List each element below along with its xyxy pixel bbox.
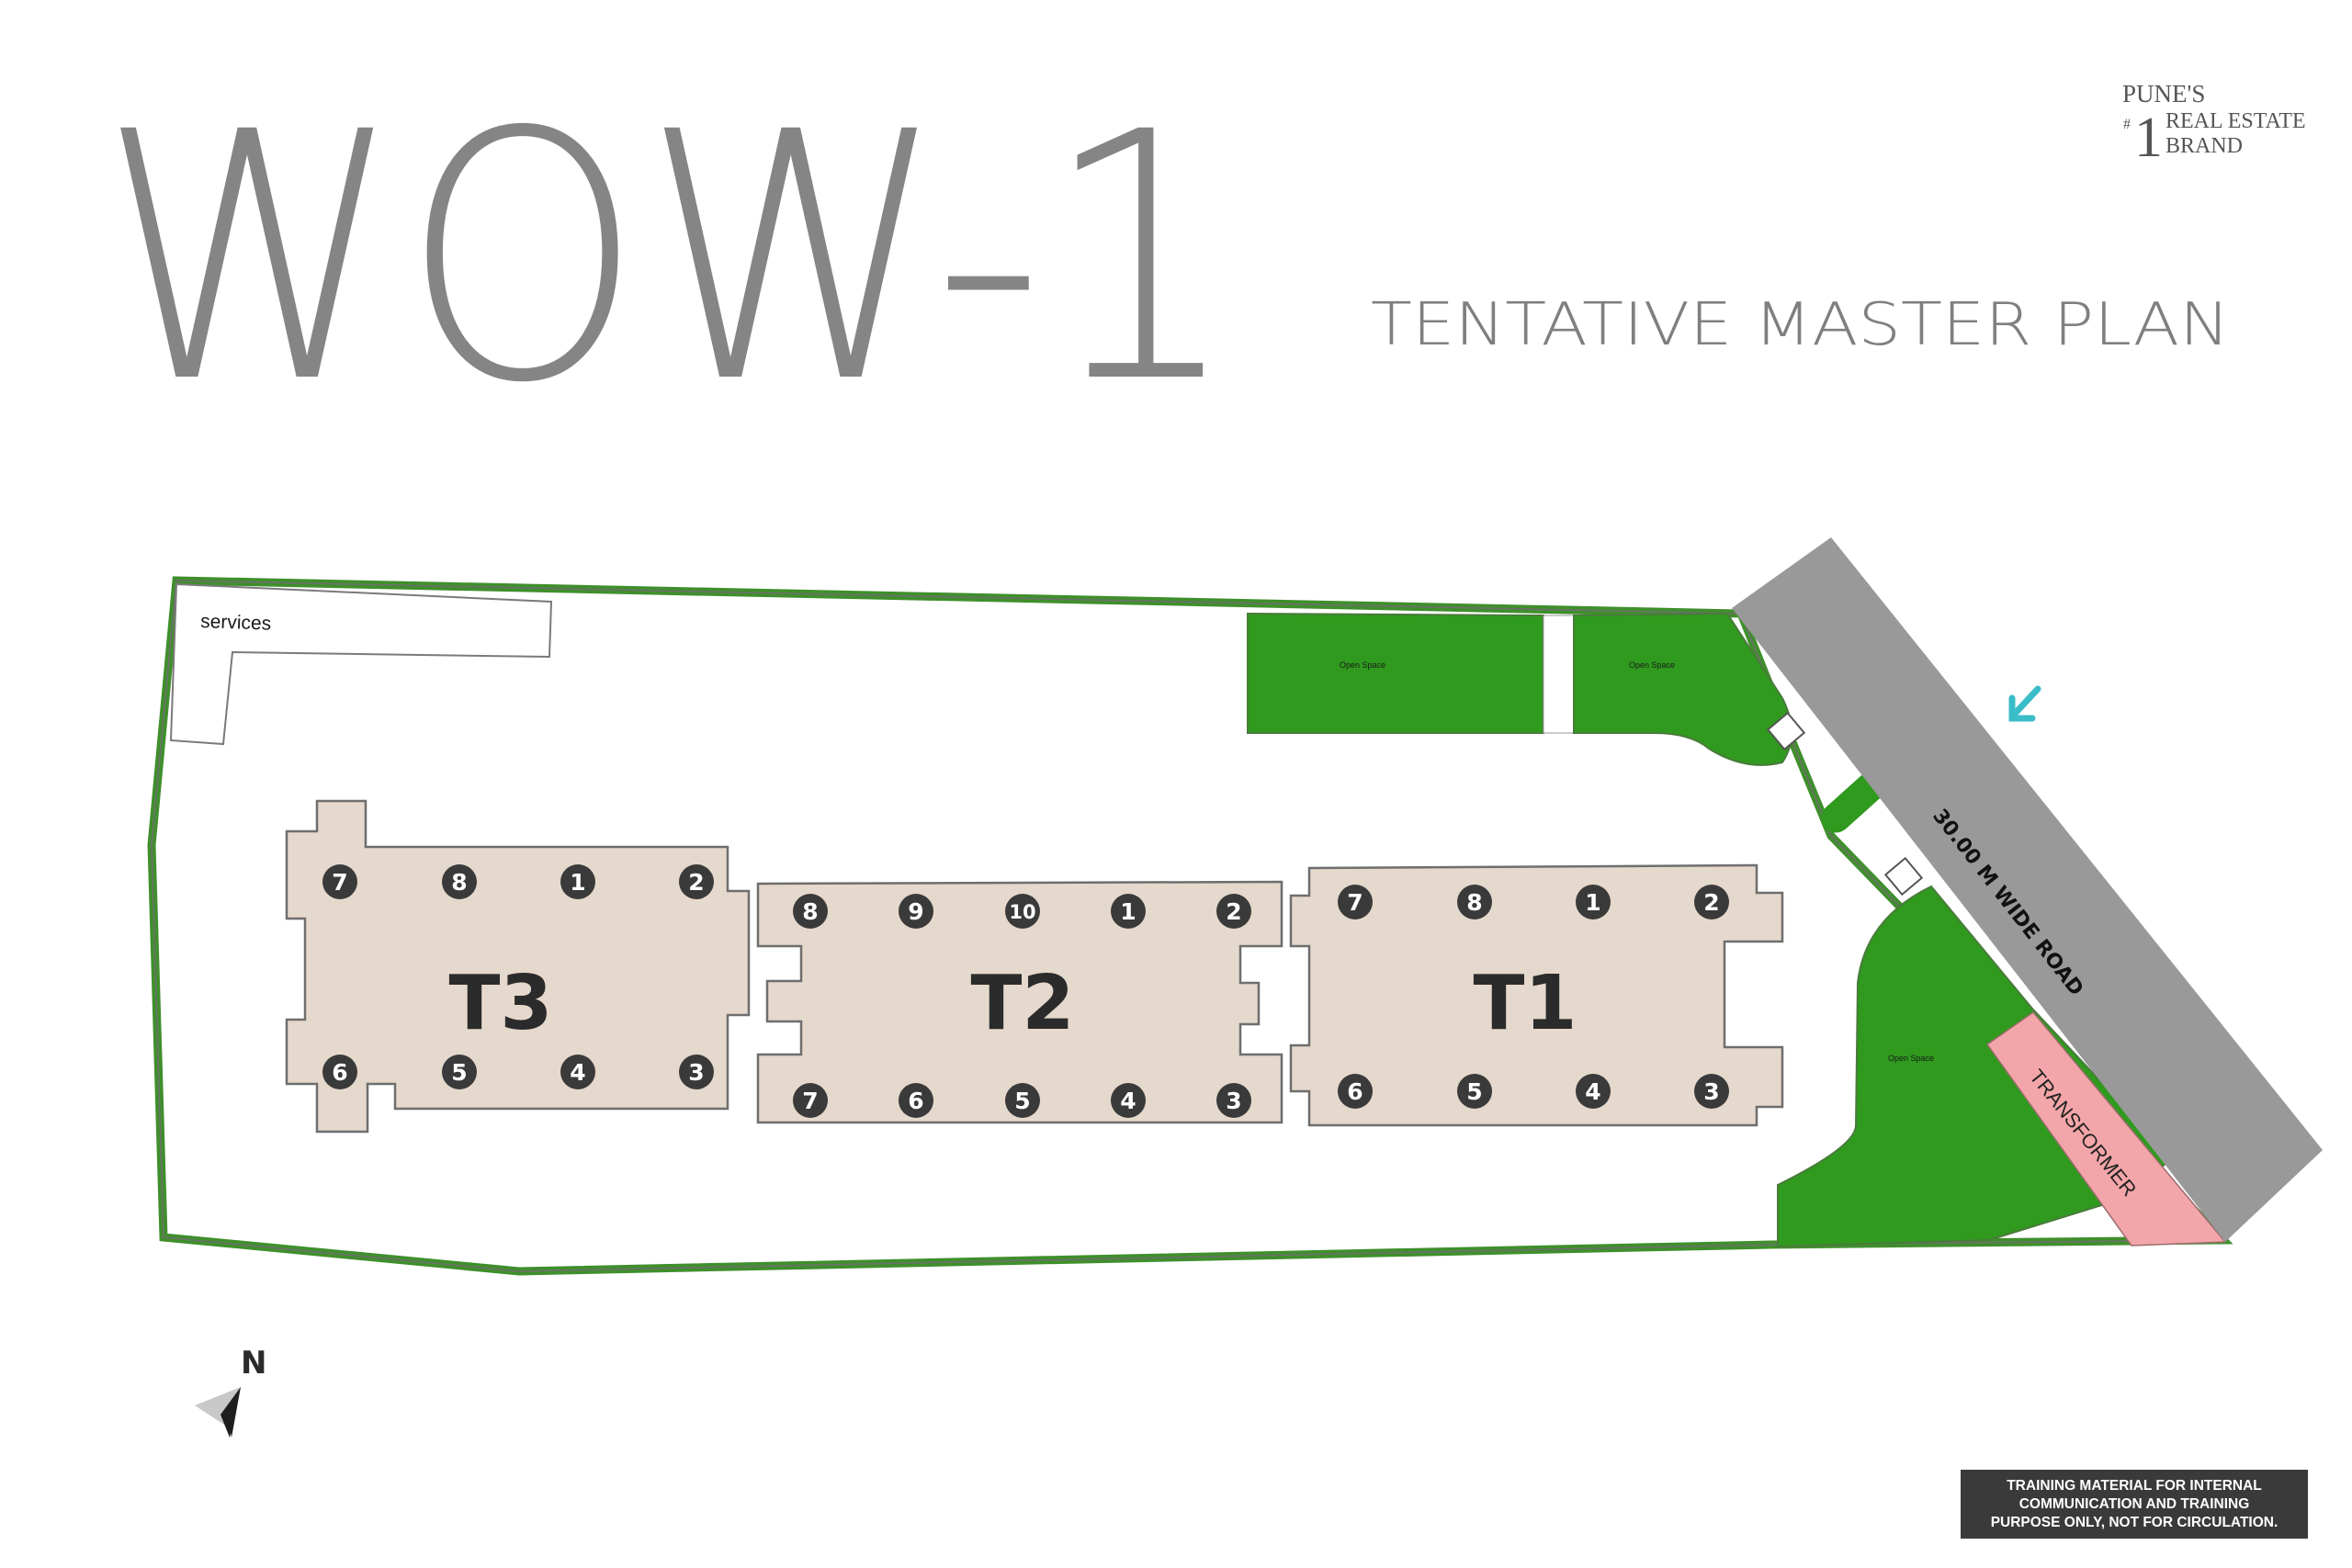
unit-number: 6 <box>908 1088 923 1114</box>
unit-number: 7 <box>802 1088 818 1114</box>
unit-number: 1 <box>1120 898 1136 925</box>
unit-badge[interactable]: 2 <box>1694 885 1729 919</box>
walkway <box>1543 615 1575 734</box>
unit-number: 6 <box>332 1059 347 1086</box>
unit-badge[interactable]: 8 <box>1457 885 1492 919</box>
unit-badge[interactable]: 3 <box>679 1055 714 1089</box>
open-space-label: Open Space <box>1629 660 1675 670</box>
unit-badge[interactable]: 4 <box>1111 1083 1146 1118</box>
open-space-north-west <box>1247 612 1544 734</box>
unit-badge[interactable]: 4 <box>1576 1074 1611 1109</box>
unit-number: 3 <box>1226 1088 1241 1114</box>
unit-badge[interactable]: 6 <box>322 1055 357 1089</box>
tower-name: T1 <box>1474 960 1577 1047</box>
unit-badge[interactable]: 3 <box>1694 1074 1729 1109</box>
brand-logo: PUNE'S # 1 REAL ESTATE BRAND <box>2122 80 2306 169</box>
unit-badge[interactable]: 8 <box>442 864 477 899</box>
unit-badge[interactable]: 5 <box>442 1055 477 1089</box>
unit-number: 7 <box>1347 889 1363 916</box>
unit-badge[interactable]: 8 <box>793 894 828 929</box>
disclaimer-line: PURPOSE ONLY, NOT FOR CIRCULATION. <box>1990 1514 2278 1530</box>
services-area <box>169 582 553 746</box>
tower-t2[interactable]: T2 8 9 10 1 2 7 6 5 4 3 <box>756 880 1283 1124</box>
tower-footprint <box>1289 863 1784 1127</box>
unit-number: 8 <box>451 869 467 896</box>
unit-number: 5 <box>451 1059 467 1086</box>
unit-number: 7 <box>332 869 347 896</box>
unit-badge[interactable]: 5 <box>1457 1074 1492 1109</box>
brand-number: 1 <box>2134 107 2163 169</box>
tower-t1[interactable]: T1 7 8 1 2 6 5 4 3 <box>1289 863 1784 1127</box>
tower-footprint <box>285 799 751 1134</box>
unit-badge[interactable]: 7 <box>322 864 357 899</box>
road <box>1732 537 2323 1242</box>
gate-box <box>1766 711 1806 751</box>
unit-number: 4 <box>1585 1078 1600 1105</box>
entry-arrow-icon <box>2008 685 2041 722</box>
unit-number: 3 <box>1703 1078 1719 1105</box>
unit-badge[interactable]: 3 <box>1216 1083 1251 1118</box>
tower-name: T3 <box>449 960 553 1047</box>
unit-badge[interactable]: 2 <box>679 864 714 899</box>
disclaimer-line: TRAINING MATERIAL FOR INTERNAL <box>2007 1477 2262 1494</box>
project-title: WOW-1 <box>99 60 1238 457</box>
unit-badge[interactable]: 6 <box>899 1083 933 1118</box>
unit-number: 10 <box>1009 901 1035 923</box>
unit-badge[interactable]: 9 <box>899 894 933 929</box>
unit-badge[interactable]: 10 <box>1005 894 1040 929</box>
unit-number: 9 <box>908 898 923 925</box>
unit-number: 4 <box>570 1059 585 1086</box>
unit-number: 5 <box>1466 1078 1482 1105</box>
brand-line1: PUNE'S <box>2122 80 2205 107</box>
brand-line3: BRAND <box>2165 134 2243 158</box>
brand-hash: # <box>2123 117 2131 132</box>
unit-number: 5 <box>1014 1088 1030 1114</box>
brand-line2: REAL ESTATE <box>2165 109 2306 133</box>
unit-badge[interactable]: 7 <box>1338 885 1373 919</box>
unit-number: 2 <box>1226 898 1241 925</box>
open-space-label: Open Space <box>1340 660 1385 670</box>
unit-badge[interactable]: 1 <box>560 864 595 899</box>
gate-box <box>1883 856 1924 897</box>
unit-number: 3 <box>688 1059 704 1086</box>
disclaimer-line: COMMUNICATION AND TRAINING <box>2018 1495 2250 1512</box>
unit-number: 1 <box>570 869 585 896</box>
tower-footprint <box>756 880 1283 1124</box>
unit-number: 8 <box>802 898 818 925</box>
unit-badge[interactable]: 1 <box>1111 894 1146 929</box>
unit-badge[interactable]: 7 <box>793 1083 828 1118</box>
tower-t3[interactable]: T3 7 8 1 2 6 5 4 3 <box>285 799 751 1134</box>
unit-number: 2 <box>1703 889 1719 916</box>
disclaimer-box: TRAINING MATERIAL FOR INTERNAL COMMUNICA… <box>1961 1470 2308 1539</box>
tower-name: T2 <box>971 960 1075 1047</box>
north-compass-icon <box>195 1387 241 1438</box>
plan-subtitle: TENTATIVE MASTER PLAN <box>1371 291 2230 359</box>
unit-number: 2 <box>688 869 704 896</box>
unit-badge[interactable]: 5 <box>1005 1083 1040 1118</box>
unit-number: 6 <box>1347 1078 1363 1105</box>
unit-number: 8 <box>1466 889 1482 916</box>
unit-badge[interactable]: 4 <box>560 1055 595 1089</box>
north-label: N <box>241 1345 266 1382</box>
services-label: services <box>200 611 272 635</box>
unit-badge[interactable]: 1 <box>1576 885 1611 919</box>
open-space-label: Open Space <box>1888 1054 1934 1063</box>
unit-number: 1 <box>1585 889 1600 916</box>
unit-badge[interactable]: 2 <box>1216 894 1251 929</box>
unit-badge[interactable]: 6 <box>1338 1074 1373 1109</box>
unit-number: 4 <box>1120 1088 1136 1114</box>
